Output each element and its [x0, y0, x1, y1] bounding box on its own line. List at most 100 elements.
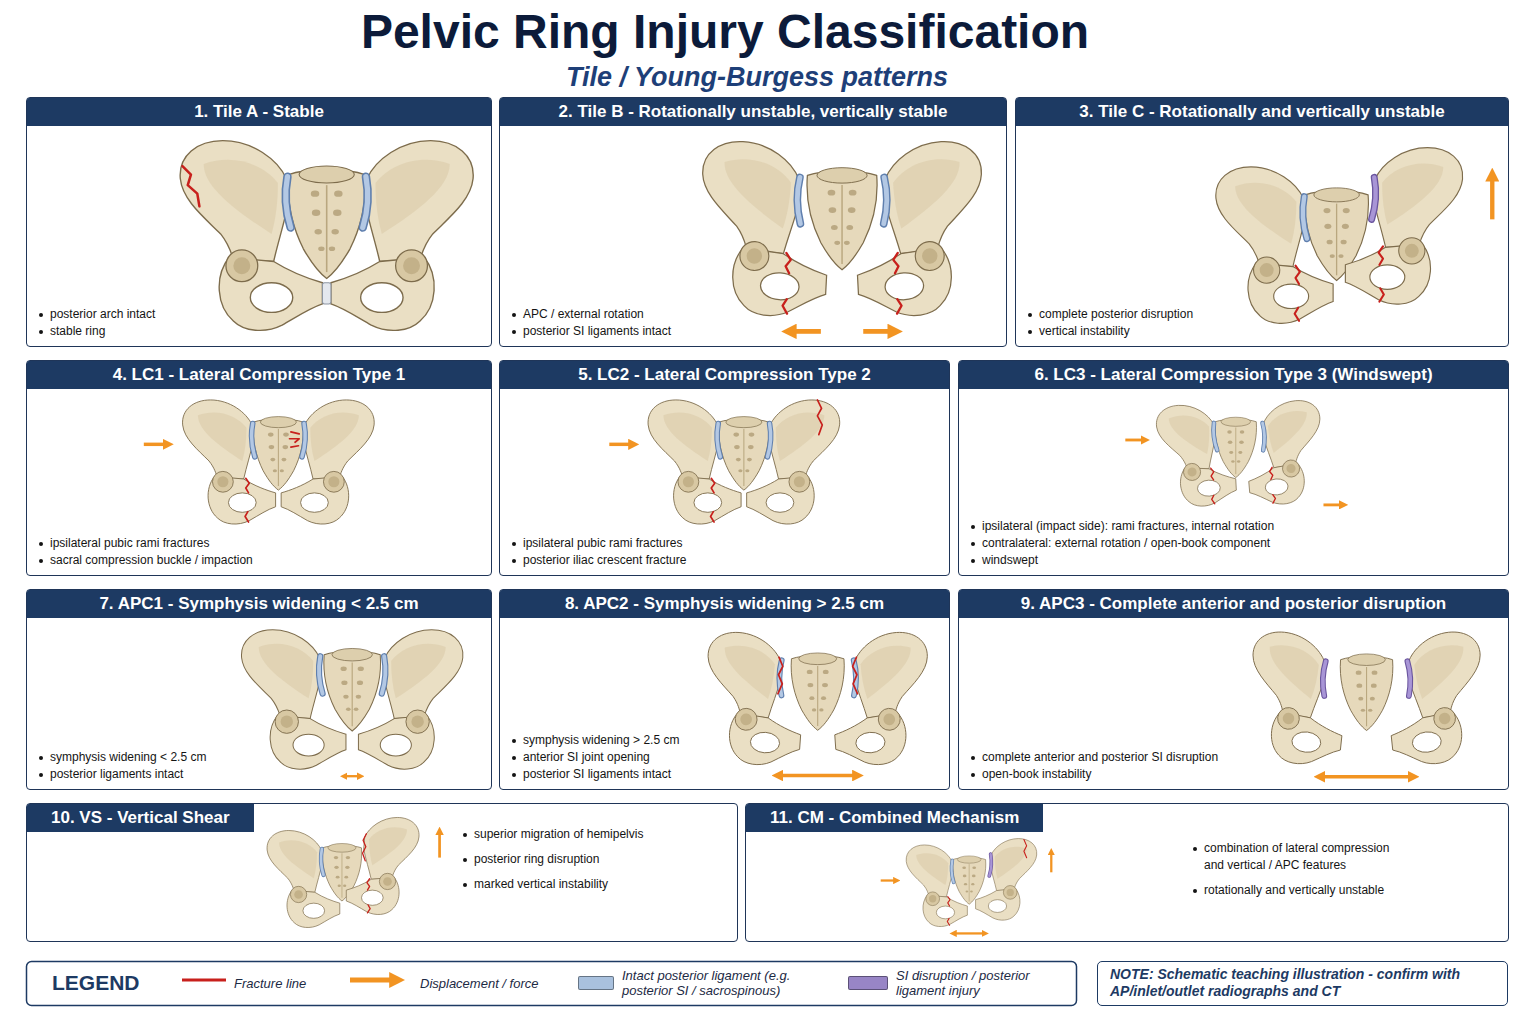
- legend-text: Intact posterior ligament (e.g. posterio…: [622, 968, 837, 998]
- classification-panel: 10. VS - Vertical Shear superior migratio…: [26, 803, 738, 942]
- bullet-text: posterior arch intact: [50, 307, 155, 321]
- legend-heading: LEGEND: [52, 971, 140, 995]
- bullet-dot: [512, 739, 516, 743]
- pelvis-illustration: [701, 630, 935, 775]
- si-disruption: [1405, 661, 1412, 696]
- left-hemipelvis: [267, 830, 340, 927]
- si-disruption: [1372, 177, 1376, 219]
- left-hemipelvis: [701, 630, 808, 767]
- bullet-list: ipsilateral pubic rami fracturesposterio…: [510, 535, 686, 569]
- si-ligament: [881, 177, 888, 223]
- force-arrow: [881, 879, 896, 881]
- left-hemipelvis: [1216, 167, 1333, 323]
- pelvis-drawing: [1125, 399, 1341, 509]
- bullet-text: sacral compression buckle / impaction: [50, 553, 253, 567]
- pelvis-drawing: [609, 400, 839, 524]
- pelvis-illustration: [695, 140, 988, 332]
- rami-fracture: [245, 478, 249, 522]
- pelvis-drawing: [267, 817, 440, 927]
- left-hemipelvis: [648, 400, 741, 524]
- bullet-text: superior migration of hemipelvis: [474, 827, 643, 841]
- hemipelvis: [695, 140, 833, 319]
- legend-frame: [27, 962, 1077, 1006]
- bullet-dot: [512, 313, 516, 317]
- force-arrow: [1125, 439, 1143, 442]
- hemipelvis: [1216, 167, 1333, 323]
- page-subtitle: Tile / Young-Burgess patterns: [0, 62, 1514, 92]
- bullet-item: combination of lateral compression and v…: [1191, 840, 1406, 874]
- classification-panel: 5. LC2 - Lateral Compression Type 2 ipsil…: [499, 360, 950, 576]
- bullet-dot: [971, 756, 975, 760]
- widening-arrow: [345, 775, 359, 777]
- rami-fracture: [1379, 246, 1384, 301]
- classification-panel: 8. APC2 - Symphysis widening > 2.5 cm sym…: [499, 589, 950, 790]
- bullet-item: sacral compression buckle / impaction: [37, 552, 253, 569]
- si-ligament: [796, 177, 803, 223]
- legend-text: Fracture line: [234, 976, 306, 991]
- pelvis-drawing: [1216, 148, 1492, 324]
- widening-arrow: [780, 774, 856, 778]
- si-ligament: [321, 849, 324, 875]
- bullet-dot: [39, 542, 43, 546]
- right-hemipelvis: [747, 400, 840, 524]
- bullet-item: windswept: [969, 552, 1274, 569]
- panel-heading: 10. VS - Vertical Shear: [27, 804, 254, 832]
- bullet-text: anterior SI joint opening: [523, 750, 650, 764]
- right-hemipelvis: [976, 839, 1037, 921]
- sacrum: [791, 653, 844, 730]
- pelvis-drawing: [180, 141, 473, 331]
- si-fracture: [363, 834, 367, 861]
- bullet-dot: [971, 525, 975, 529]
- right-hemipelvis: [331, 141, 473, 331]
- left-hemipelvis: [183, 400, 276, 524]
- classification-panel: 7. APC1 - Symphysis widening < 2.5 cmsym…: [26, 589, 492, 790]
- bullet-dot: [463, 883, 467, 887]
- classification-panel: 3. Tile C - Rotationally and vertically …: [1015, 97, 1509, 347]
- bullet-text: stable ring: [50, 324, 105, 338]
- page-title: Pelvic Ring Injury Classification: [0, 6, 1450, 58]
- right-hemipelvis: [828, 630, 935, 767]
- widening-arrow: [1322, 775, 1412, 779]
- rami-fracture: [1269, 467, 1276, 503]
- displacement-arrow: [863, 329, 892, 334]
- bullet-text: ipsilateral (impact side): rami fracture…: [982, 519, 1274, 533]
- si-ligament: [319, 656, 323, 693]
- panel-heading: 6. LC3 - Lateral Compression Type 3 (Win…: [959, 361, 1508, 389]
- bullet-dot: [512, 559, 516, 563]
- hemipelvis: [828, 630, 935, 767]
- displacement-arrow: [1323, 503, 1341, 506]
- right-hemipelvis: [281, 400, 374, 524]
- bullet-text: posterior ring disruption: [474, 852, 599, 866]
- sacrum: [324, 648, 381, 731]
- panel-heading: 5. LC2 - Lateral Compression Type 2: [500, 361, 949, 389]
- anterior-si-opening: [851, 657, 859, 694]
- hemipelvis: [331, 141, 473, 331]
- bullet-item: open-book instability: [969, 766, 1218, 783]
- panel-heading: 11. CM - Combined Mechanism: [746, 804, 1043, 832]
- legend-text: Displacement / force: [420, 976, 539, 991]
- pelvis-illustration: [1125, 399, 1341, 509]
- hemipelvis: [1345, 148, 1462, 304]
- si-ligament: [382, 656, 386, 693]
- si-ligament: [252, 424, 255, 457]
- bullet-list: complete anterior and posterior SI disru…: [969, 749, 1218, 783]
- bullet-list: ipsilateral (impact side): rami fracture…: [969, 518, 1274, 569]
- sacrum: [953, 856, 986, 904]
- bullet-dot: [1028, 313, 1032, 317]
- force-arrow: [609, 443, 631, 446]
- hemipelvis: [747, 400, 840, 524]
- legend-text: SI disruption / posterior ligament injur…: [896, 968, 1068, 998]
- hemipelvis: [267, 830, 340, 927]
- panel-heading: 8. APC2 - Symphysis widening > 2.5 cm: [500, 590, 949, 618]
- bullet-text: posterior ligaments intact: [50, 767, 183, 781]
- bullet-list: symphysis widening < 2.5 cmposterior lig…: [37, 749, 206, 783]
- pelvis-illustration: [881, 839, 1052, 934]
- pelvis-illustration: [267, 817, 440, 927]
- bullet-dot: [39, 313, 43, 317]
- si-ligament: [1303, 197, 1307, 239]
- bullet-list: symphysis widening > 2.5 cmanterior SI j…: [510, 732, 679, 783]
- classification-panel: 9. APC3 - Complete anterior and posterio…: [958, 589, 1509, 790]
- bullet-dot: [971, 559, 975, 563]
- bullet-text: APC / external rotation: [523, 307, 644, 321]
- bullet-dot: [39, 756, 43, 760]
